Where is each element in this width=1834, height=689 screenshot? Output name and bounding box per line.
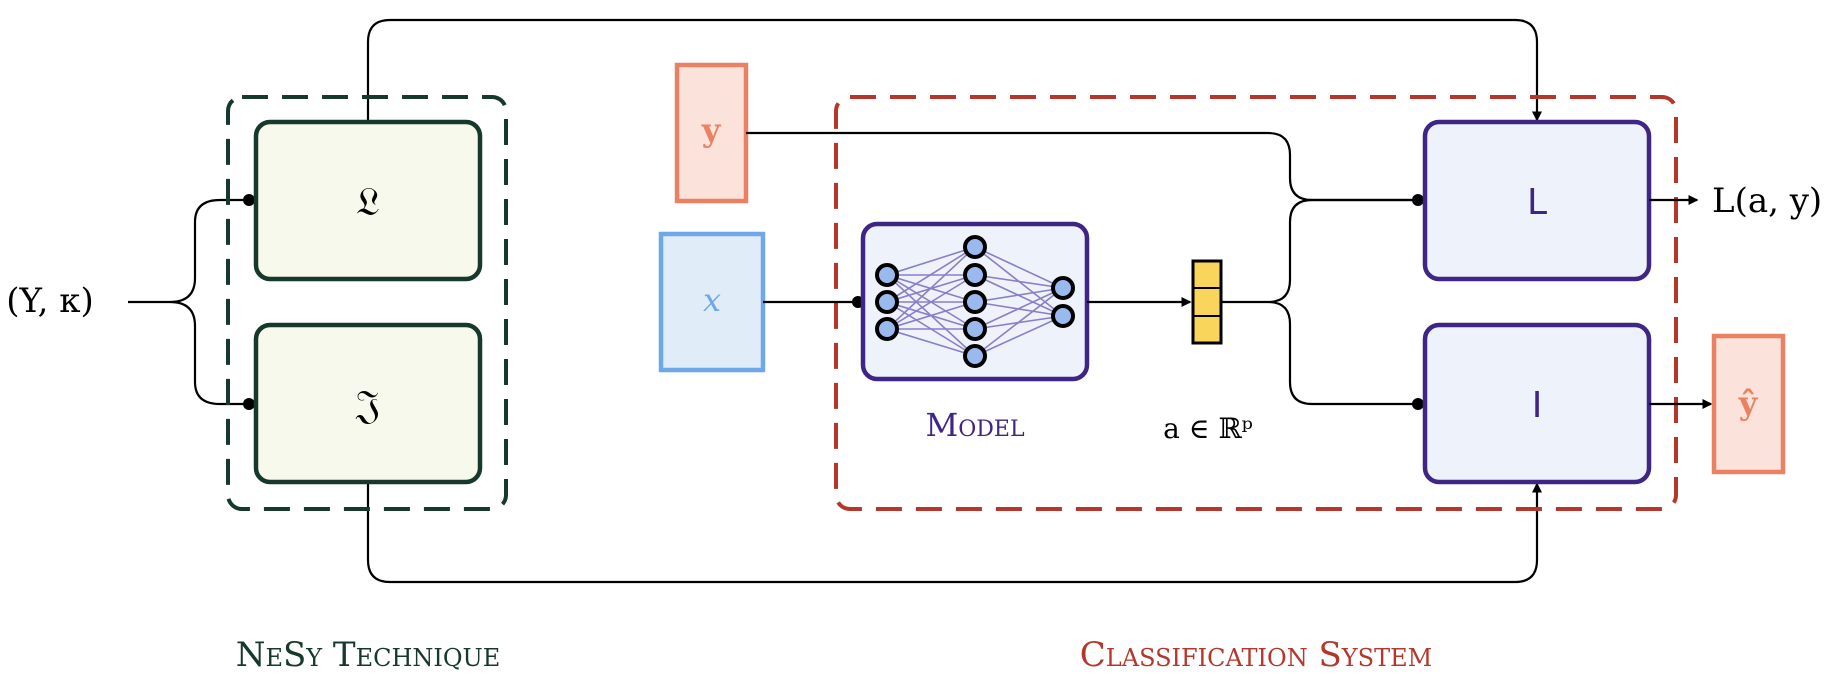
nn-connection [886,246,976,276]
activation-caption: a ∈ ℝᵖ [1163,412,1253,445]
loss-output-label: L(a, y) [1712,181,1822,221]
inference-function-box [253,322,483,485]
model-caption: Model [925,406,1025,444]
nn-connection [886,328,976,357]
I-input-dot [1412,398,1424,410]
input-label: (Y, κ) [6,281,93,321]
classification-system-caption: Classification System [1080,635,1432,675]
activation-split-wire [1221,198,1418,406]
nn-connection [974,287,1064,330]
label-y: y [701,111,722,149]
inference-to-I-wire [366,482,1542,584]
label-y-box [674,62,749,204]
nesy-technique-frame [226,95,508,511]
inference-function-symbol: 𝔍 [355,382,381,428]
loss-function-box [253,119,483,282]
nn-connection [974,246,1064,289]
nn-neuron [963,235,987,259]
input-brace [128,198,249,406]
nn-neuron [963,344,987,368]
nn-connection [974,287,1064,303]
y-to-L-wire [746,131,1418,202]
loss-box-label: L [1527,182,1547,223]
nn-neuron [1051,304,1075,328]
nn-neuron [963,317,987,341]
neural-network-icon [875,235,1075,368]
nn-neuron [875,263,899,287]
loss-to-L-wire [366,18,1542,122]
prediction-box [1711,333,1786,475]
nn-neuron [1051,276,1075,300]
nn-connection [886,246,976,330]
activation-vector [1191,259,1223,345]
nn-connection [974,287,1064,357]
inference-box-label: I [1532,385,1543,426]
input-x: x [703,281,721,319]
nn-neuron [963,290,987,314]
nn-connection [974,315,1064,357]
nn-connection [886,274,976,330]
nn-neuron [875,290,899,314]
loss-input-dot [243,194,255,206]
nn-neuron [875,317,899,341]
nn-connection [886,246,976,303]
prediction-label: ŷ [1738,384,1759,422]
nn-connection [974,274,1064,289]
loss-function-symbol: 𝔏 [356,179,380,225]
nn-connection [886,301,976,330]
nn-neuron [963,263,987,287]
L-input-dot [1412,194,1424,206]
nesy-technique-caption: NeSy Technique [236,635,501,675]
inference-input-dot [243,398,255,410]
